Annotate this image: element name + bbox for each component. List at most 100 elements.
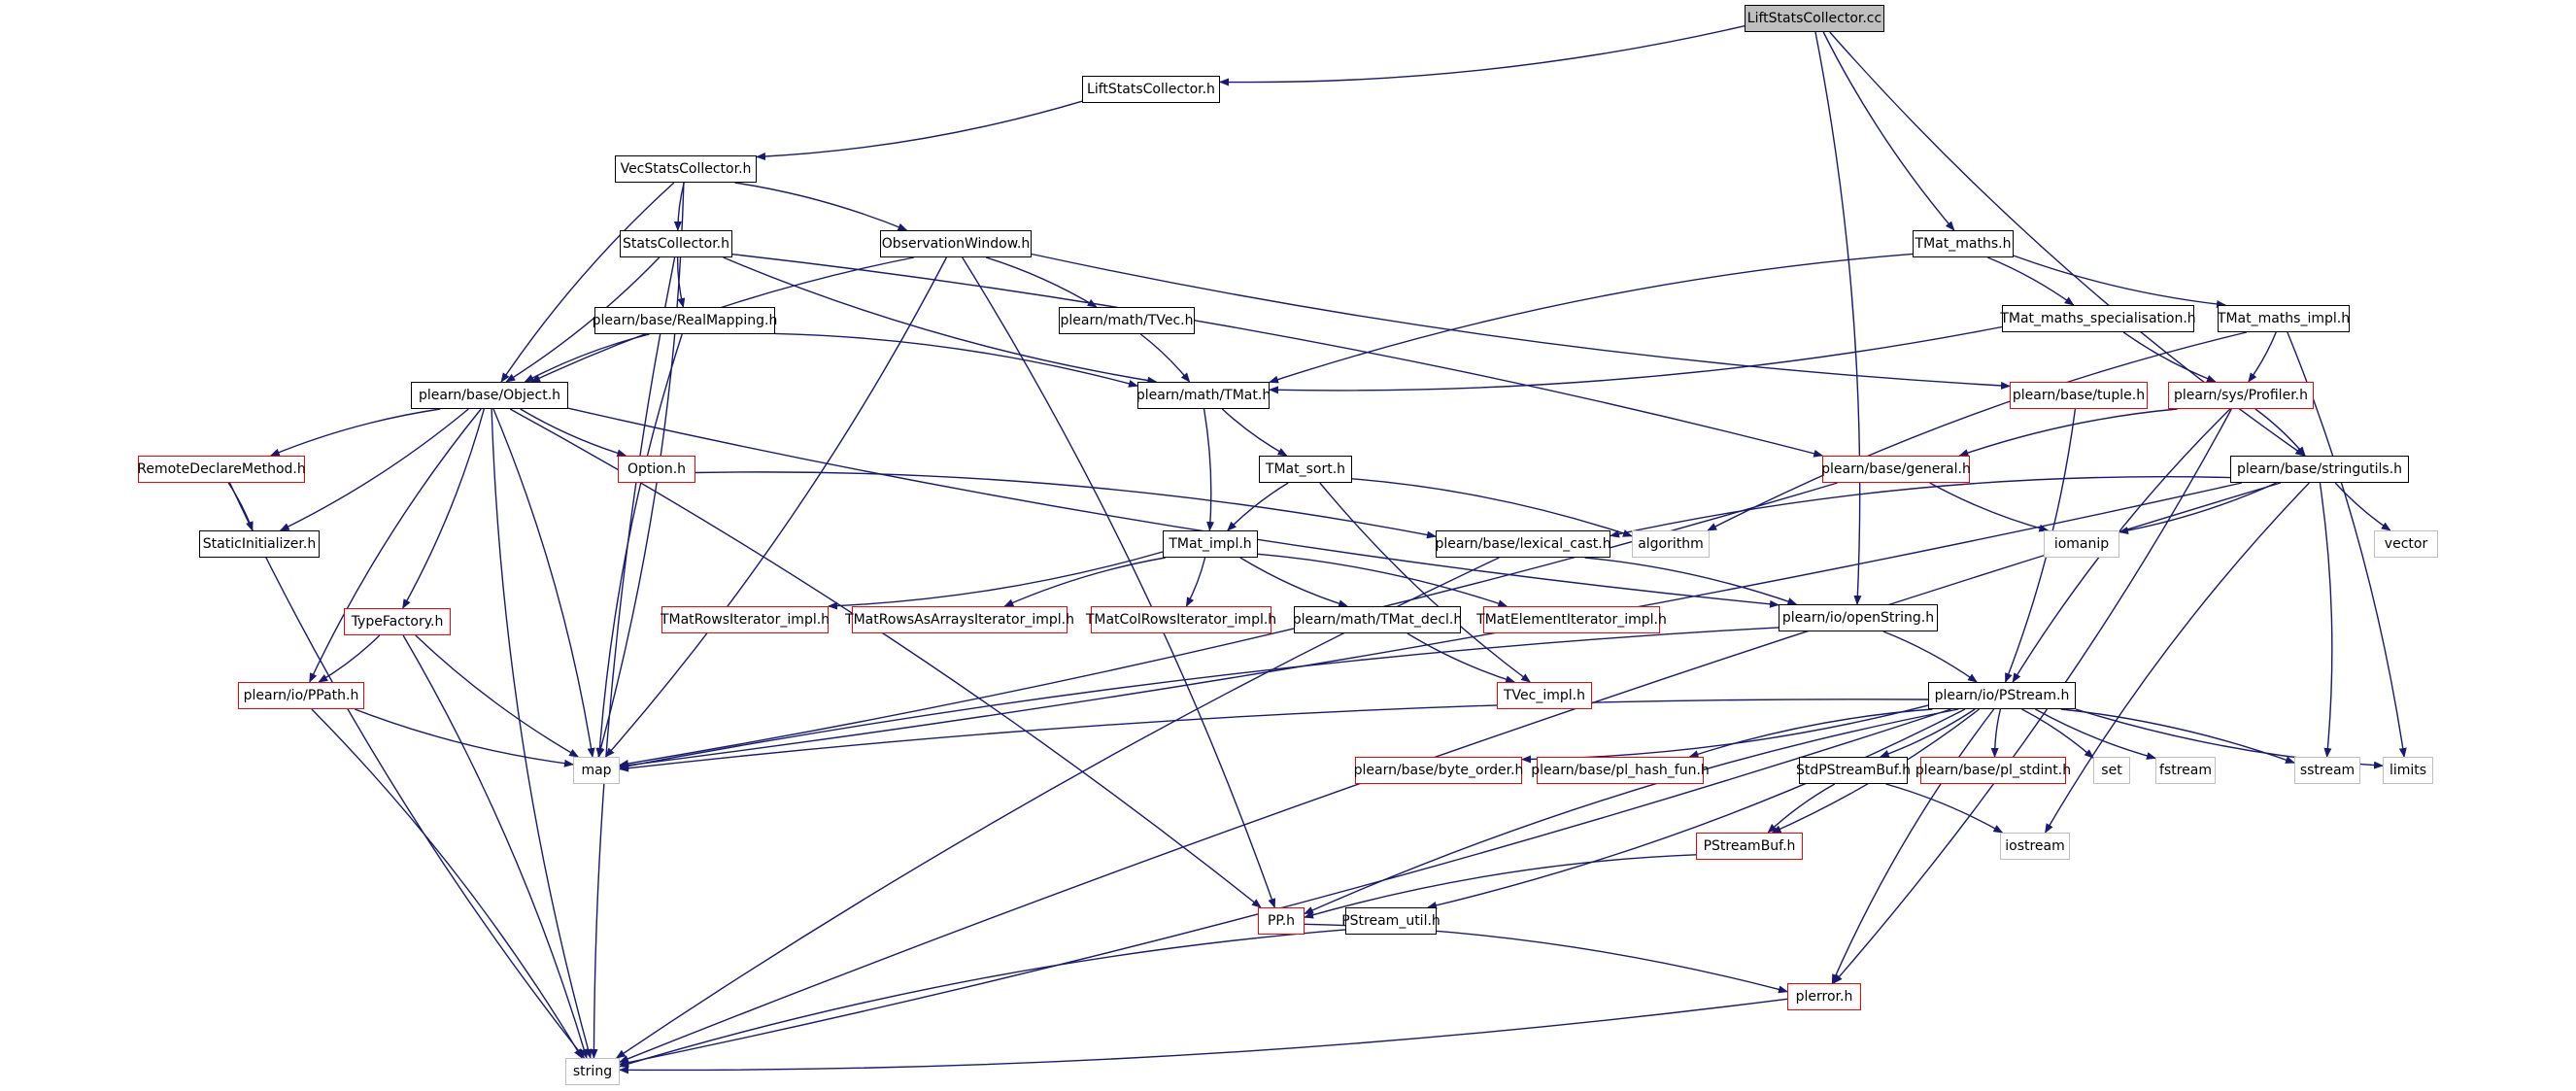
node-general[interactable]: plearn/base/general.h bbox=[1821, 456, 1971, 483]
edge-object-to-string bbox=[491, 408, 593, 1059]
node-stdpstreambuf[interactable]: StdPStreamBuf.h bbox=[1796, 757, 1911, 784]
edge-ppath-to-string bbox=[311, 708, 583, 1059]
node-static-init[interactable]: StaticInitializer.h bbox=[199, 530, 320, 558]
node-label: TMatRowsIterator_impl.h bbox=[660, 612, 830, 628]
node-pstream[interactable]: plearn/io/PStream.h bbox=[1928, 682, 2076, 709]
node-label: TMat_sort.h bbox=[1265, 461, 1346, 477]
node-tmat-maths-spec[interactable]: TMat_maths_specialisation.h bbox=[2000, 305, 2196, 332]
edge-lsc_h-to-vsc_h bbox=[756, 100, 1083, 161]
edge-ow_h-to-tuple bbox=[1031, 253, 2011, 390]
node-label: plearn/io/openString.h bbox=[1781, 610, 1935, 626]
edge-pstream-to-fstream bbox=[2035, 708, 2156, 760]
node-lsc-h[interactable]: LiftStatsCollector.h bbox=[1082, 76, 1220, 103]
edge-tmat_sort-to-tmat_impl bbox=[1227, 482, 1289, 531]
edge-tmat_impl-to-tmat_decl bbox=[1239, 557, 1349, 608]
node-label: LiftStatsCollector.cc bbox=[1746, 11, 1882, 26]
edge-vsc_h-to-object bbox=[500, 182, 675, 383]
edge-root-to-lsc_h bbox=[1219, 25, 1746, 86]
edge-tmat_maths_impl-to-profiler bbox=[2248, 331, 2277, 383]
node-label: TMat_impl.h bbox=[1169, 536, 1252, 552]
edge-vsc_h-to-ow_h bbox=[734, 182, 908, 231]
node-label: Option.h bbox=[627, 461, 687, 477]
edge-typefactory-to-string bbox=[402, 634, 589, 1059]
node-ppath[interactable]: plearn/io/PPath.h bbox=[238, 682, 364, 709]
node-sstream: sstream bbox=[2294, 757, 2360, 784]
node-plerror[interactable]: plerror.h bbox=[1787, 983, 1861, 1010]
node-openstring[interactable]: plearn/io/openString.h bbox=[1779, 604, 1938, 631]
node-label: PStreamBuf.h bbox=[1703, 838, 1796, 854]
edge-pstream-to-string bbox=[619, 708, 1951, 1067]
edge-pstream-to-stdpstreambuf bbox=[1879, 708, 1976, 758]
node-label: plearn/io/PStream.h bbox=[1934, 688, 2070, 703]
node-tmatcolrows[interactable]: TMatColRowsIterator_impl.h bbox=[1086, 606, 1276, 633]
node-tmatrows[interactable]: TMatRowsIterator_impl.h bbox=[660, 606, 830, 633]
node-typefactory[interactable]: TypeFactory.h bbox=[344, 608, 451, 635]
node-label: StatsCollector.h bbox=[622, 236, 730, 252]
node-map: map bbox=[573, 757, 620, 784]
node-realmap[interactable]: plearn/base/RealMapping.h bbox=[593, 307, 777, 334]
edge-ow_h-to-pp bbox=[962, 256, 1276, 908]
node-object[interactable]: plearn/base/Object.h bbox=[411, 382, 568, 409]
node-tvec-impl[interactable]: TVec_impl.h bbox=[1497, 682, 1592, 709]
node-option[interactable]: Option.h bbox=[618, 456, 695, 483]
node-set: set bbox=[2093, 757, 2130, 784]
edge-pstream-to-plstdint bbox=[1990, 708, 2002, 758]
node-tmat-maths[interactable]: TMat_maths.h bbox=[1913, 230, 2014, 257]
node-profiler[interactable]: plearn/sys/Profiler.h bbox=[2168, 382, 2314, 409]
node-lexical[interactable]: plearn/base/lexical_cast.h bbox=[1435, 530, 1611, 558]
node-stringutils[interactable]: plearn/base/stringutils.h bbox=[2230, 456, 2409, 483]
edge-stdpstreambuf-to-pstreambuf bbox=[1767, 783, 1836, 834]
node-byteorder[interactable]: plearn/base/byte_order.h bbox=[1354, 757, 1523, 784]
node-tmat-decl[interactable]: plearn/math/TMat_decl.h bbox=[1293, 606, 1462, 633]
edge-pstream-to-set bbox=[2021, 708, 2094, 759]
node-label: TVec_impl.h bbox=[1504, 688, 1585, 703]
node-root[interactable]: LiftStatsCollector.cc bbox=[1745, 5, 1884, 32]
node-pstreambuf[interactable]: PStreamBuf.h bbox=[1696, 833, 1803, 860]
node-label: StaticInitializer.h bbox=[202, 536, 317, 552]
edge-tmat-to-tmat_impl bbox=[1203, 408, 1215, 531]
edge-openstring-to-pstream bbox=[1882, 631, 1978, 683]
node-plhash[interactable]: plearn/base/pl_hash_fun.h bbox=[1531, 757, 1710, 784]
node-sc-h[interactable]: StatsCollector.h bbox=[620, 230, 732, 257]
node-iostream: iostream bbox=[2000, 833, 2070, 860]
edge-sc_h-to-object bbox=[505, 256, 661, 383]
edge-stringutils-to-vector bbox=[2334, 482, 2391, 531]
node-remote[interactable]: RemoteDeclareMethod.h bbox=[137, 456, 306, 483]
edge-tmat_decl-to-tvec_impl bbox=[1407, 632, 1516, 684]
node-plstdint[interactable]: plearn/base/pl_stdint.h bbox=[1915, 757, 2071, 784]
edge-root-to-tmat_maths bbox=[1822, 31, 1955, 231]
edge-openstring-to-map bbox=[619, 627, 1779, 770]
edge-plerror-to-string bbox=[619, 998, 1788, 1074]
node-tmat-maths-impl[interactable]: TMat_maths_impl.h bbox=[2218, 305, 2350, 332]
edge-object-to-typefactory bbox=[402, 408, 485, 609]
node-ow-h[interactable]: ObservationWindow.h bbox=[880, 230, 1032, 257]
edge-sc_h-to-string bbox=[590, 256, 676, 1059]
node-tvec[interactable]: plearn/math/TVec.h bbox=[1059, 307, 1195, 334]
node-tuple[interactable]: plearn/base/tuple.h bbox=[2010, 382, 2148, 409]
node-tmat[interactable]: plearn/math/TMat.h bbox=[1136, 382, 1271, 409]
node-label: TypeFactory.h bbox=[351, 614, 444, 630]
edge-tmat_impl-to-tmatrowsarr bbox=[1003, 557, 1166, 607]
edge-typefactory-to-map bbox=[415, 634, 580, 758]
node-vsc-h[interactable]: VecStatsCollector.h bbox=[615, 155, 757, 183]
node-tmat-impl[interactable]: TMat_impl.h bbox=[1163, 530, 1258, 558]
edge-object-to-ppath bbox=[309, 408, 482, 683]
node-tmatrowsarr[interactable]: TMatRowsAsArraysIterator_impl.h bbox=[845, 606, 1074, 633]
node-label: plearn/base/general.h bbox=[1821, 461, 1971, 477]
node-label: plearn/base/Object.h bbox=[418, 388, 561, 403]
edge-tmat_maths_impl-to-algorithm bbox=[1707, 331, 2248, 531]
edge-profiler-to-general bbox=[1958, 408, 2178, 457]
node-label: TMatElementIterator_impl.h bbox=[1476, 612, 1667, 628]
node-label: fstream bbox=[2159, 763, 2212, 778]
node-tmat-sort[interactable]: TMat_sort.h bbox=[1259, 456, 1352, 483]
node-label: sstream bbox=[2299, 763, 2356, 778]
node-label: plearn/base/lexical_cast.h bbox=[1435, 536, 1611, 552]
node-pstream-util[interactable]: PStream_util.h bbox=[1341, 907, 1441, 935]
node-label: TMatRowsAsArraysIterator_impl.h bbox=[845, 612, 1074, 628]
edge-tmat-to-tmat_sort bbox=[1221, 408, 1288, 457]
node-tmatelem[interactable]: TMatElementIterator_impl.h bbox=[1476, 606, 1667, 633]
node-label: plearn/io/PPath.h bbox=[243, 688, 359, 703]
node-pp[interactable]: PP.h bbox=[1258, 907, 1305, 935]
edge-root-to-openstring bbox=[1814, 31, 1862, 605]
node-limits: limits bbox=[2383, 757, 2433, 784]
